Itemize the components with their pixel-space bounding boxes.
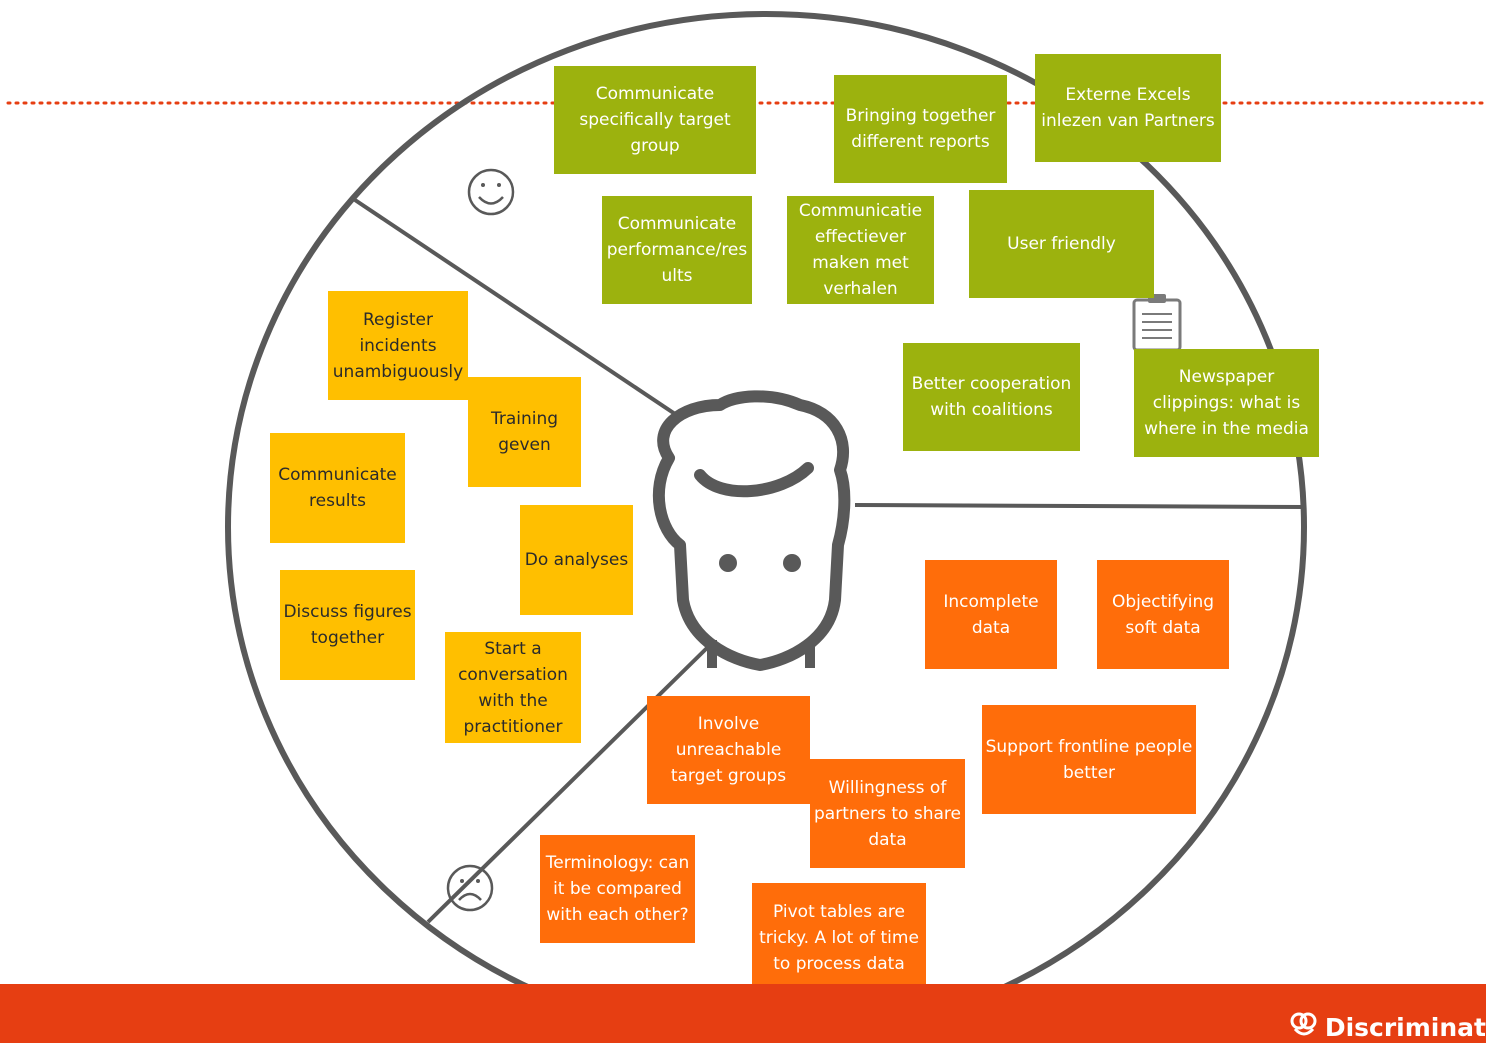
sticky-note-orange: Support frontline people better bbox=[982, 705, 1196, 814]
note-text: Communicate performance/res ults bbox=[606, 214, 748, 286]
note-text: Pivot tables are tricky. A lot of time t… bbox=[759, 901, 919, 974]
sticky-note-orange: Incomplete data bbox=[925, 560, 1057, 669]
note-text: User friendly bbox=[1007, 234, 1116, 254]
brand-logo-icon bbox=[1290, 1012, 1317, 1036]
note-text: Willingness of partners to share data bbox=[814, 777, 961, 850]
sticky-note-yellow: Start a conversation with the practition… bbox=[445, 632, 581, 743]
brand-name: Discriminat bbox=[1324, 1013, 1486, 1042]
note-text: Start a conversation with the practition… bbox=[458, 638, 568, 737]
note-text: Communicate results bbox=[278, 465, 397, 511]
sticky-note-green: Communicate performance/res ults bbox=[602, 196, 752, 304]
person-head-icon bbox=[652, 390, 851, 671]
sticky-note-yellow: Training geven bbox=[468, 377, 581, 487]
note-text: Terminology: can it be compared with eac… bbox=[545, 853, 690, 925]
sticky-note-yellow: Communicate results bbox=[270, 433, 405, 543]
note-text: Do analyses bbox=[524, 550, 629, 570]
sticky-note-orange: Terminology: can it be compared with eac… bbox=[540, 835, 695, 943]
divider-right bbox=[854, 503, 1305, 509]
smiley-sad-icon bbox=[446, 864, 494, 912]
sticky-note-orange: Pivot tables are tricky. A lot of time t… bbox=[752, 883, 926, 992]
sticky-note-orange: Willingness of partners to share data bbox=[810, 759, 965, 868]
footer-bar bbox=[0, 984, 1486, 1043]
sticky-note-yellow: Discuss figures together bbox=[280, 570, 415, 680]
smiley-happy-icon bbox=[467, 168, 515, 216]
sticky-note-green: Better cooperation with coalitions bbox=[903, 343, 1080, 451]
sticky-note-yellow: Do analyses bbox=[520, 505, 633, 615]
note-text: Communicate specifically target group bbox=[579, 84, 731, 156]
sticky-note-orange: Involve unreachable target groups bbox=[647, 696, 810, 804]
sticky-note-green: Communicate specifically target group bbox=[554, 66, 756, 174]
note-text: Incomplete data bbox=[943, 591, 1039, 638]
note-text: Communicatie effectiever maken met verha… bbox=[798, 201, 923, 299]
sticky-note-yellow: Register incidents unambiguously bbox=[328, 291, 468, 400]
note-text: Discuss figures together bbox=[283, 602, 412, 648]
divider-upper-left bbox=[353, 198, 704, 434]
sticky-note-orange: Objectifying soft data bbox=[1097, 560, 1229, 669]
note-text: Bringing together different reports bbox=[845, 106, 996, 152]
note-text: Externe Excels inlezen van Partners bbox=[1041, 85, 1215, 131]
note-text: Objectifying soft data bbox=[1111, 591, 1215, 638]
note-text: Support frontline people better bbox=[985, 736, 1193, 783]
sticky-note-green: User friendly bbox=[969, 190, 1154, 298]
note-text: Better cooperation with coalitions bbox=[911, 374, 1072, 420]
sticky-note-green: Newspaper clippings: what is where in th… bbox=[1134, 349, 1319, 457]
sticky-note-green: Communicatie effectiever maken met verha… bbox=[787, 196, 934, 304]
note-text: Training geven bbox=[490, 409, 559, 455]
footer-brand: Discriminat bbox=[1289, 1010, 1486, 1043]
divider-lower-left bbox=[426, 643, 712, 924]
note-text: Involve unreachable target groups bbox=[670, 714, 787, 786]
sticky-note-green: Bringing together different reports bbox=[834, 75, 1007, 183]
sticky-note-green: Externe Excels inlezen van Partners bbox=[1035, 54, 1221, 162]
clipboard-icon bbox=[1132, 294, 1182, 352]
note-text: Register incidents unambiguously bbox=[332, 309, 464, 382]
note-text: Newspaper clippings: what is where in th… bbox=[1144, 367, 1309, 439]
